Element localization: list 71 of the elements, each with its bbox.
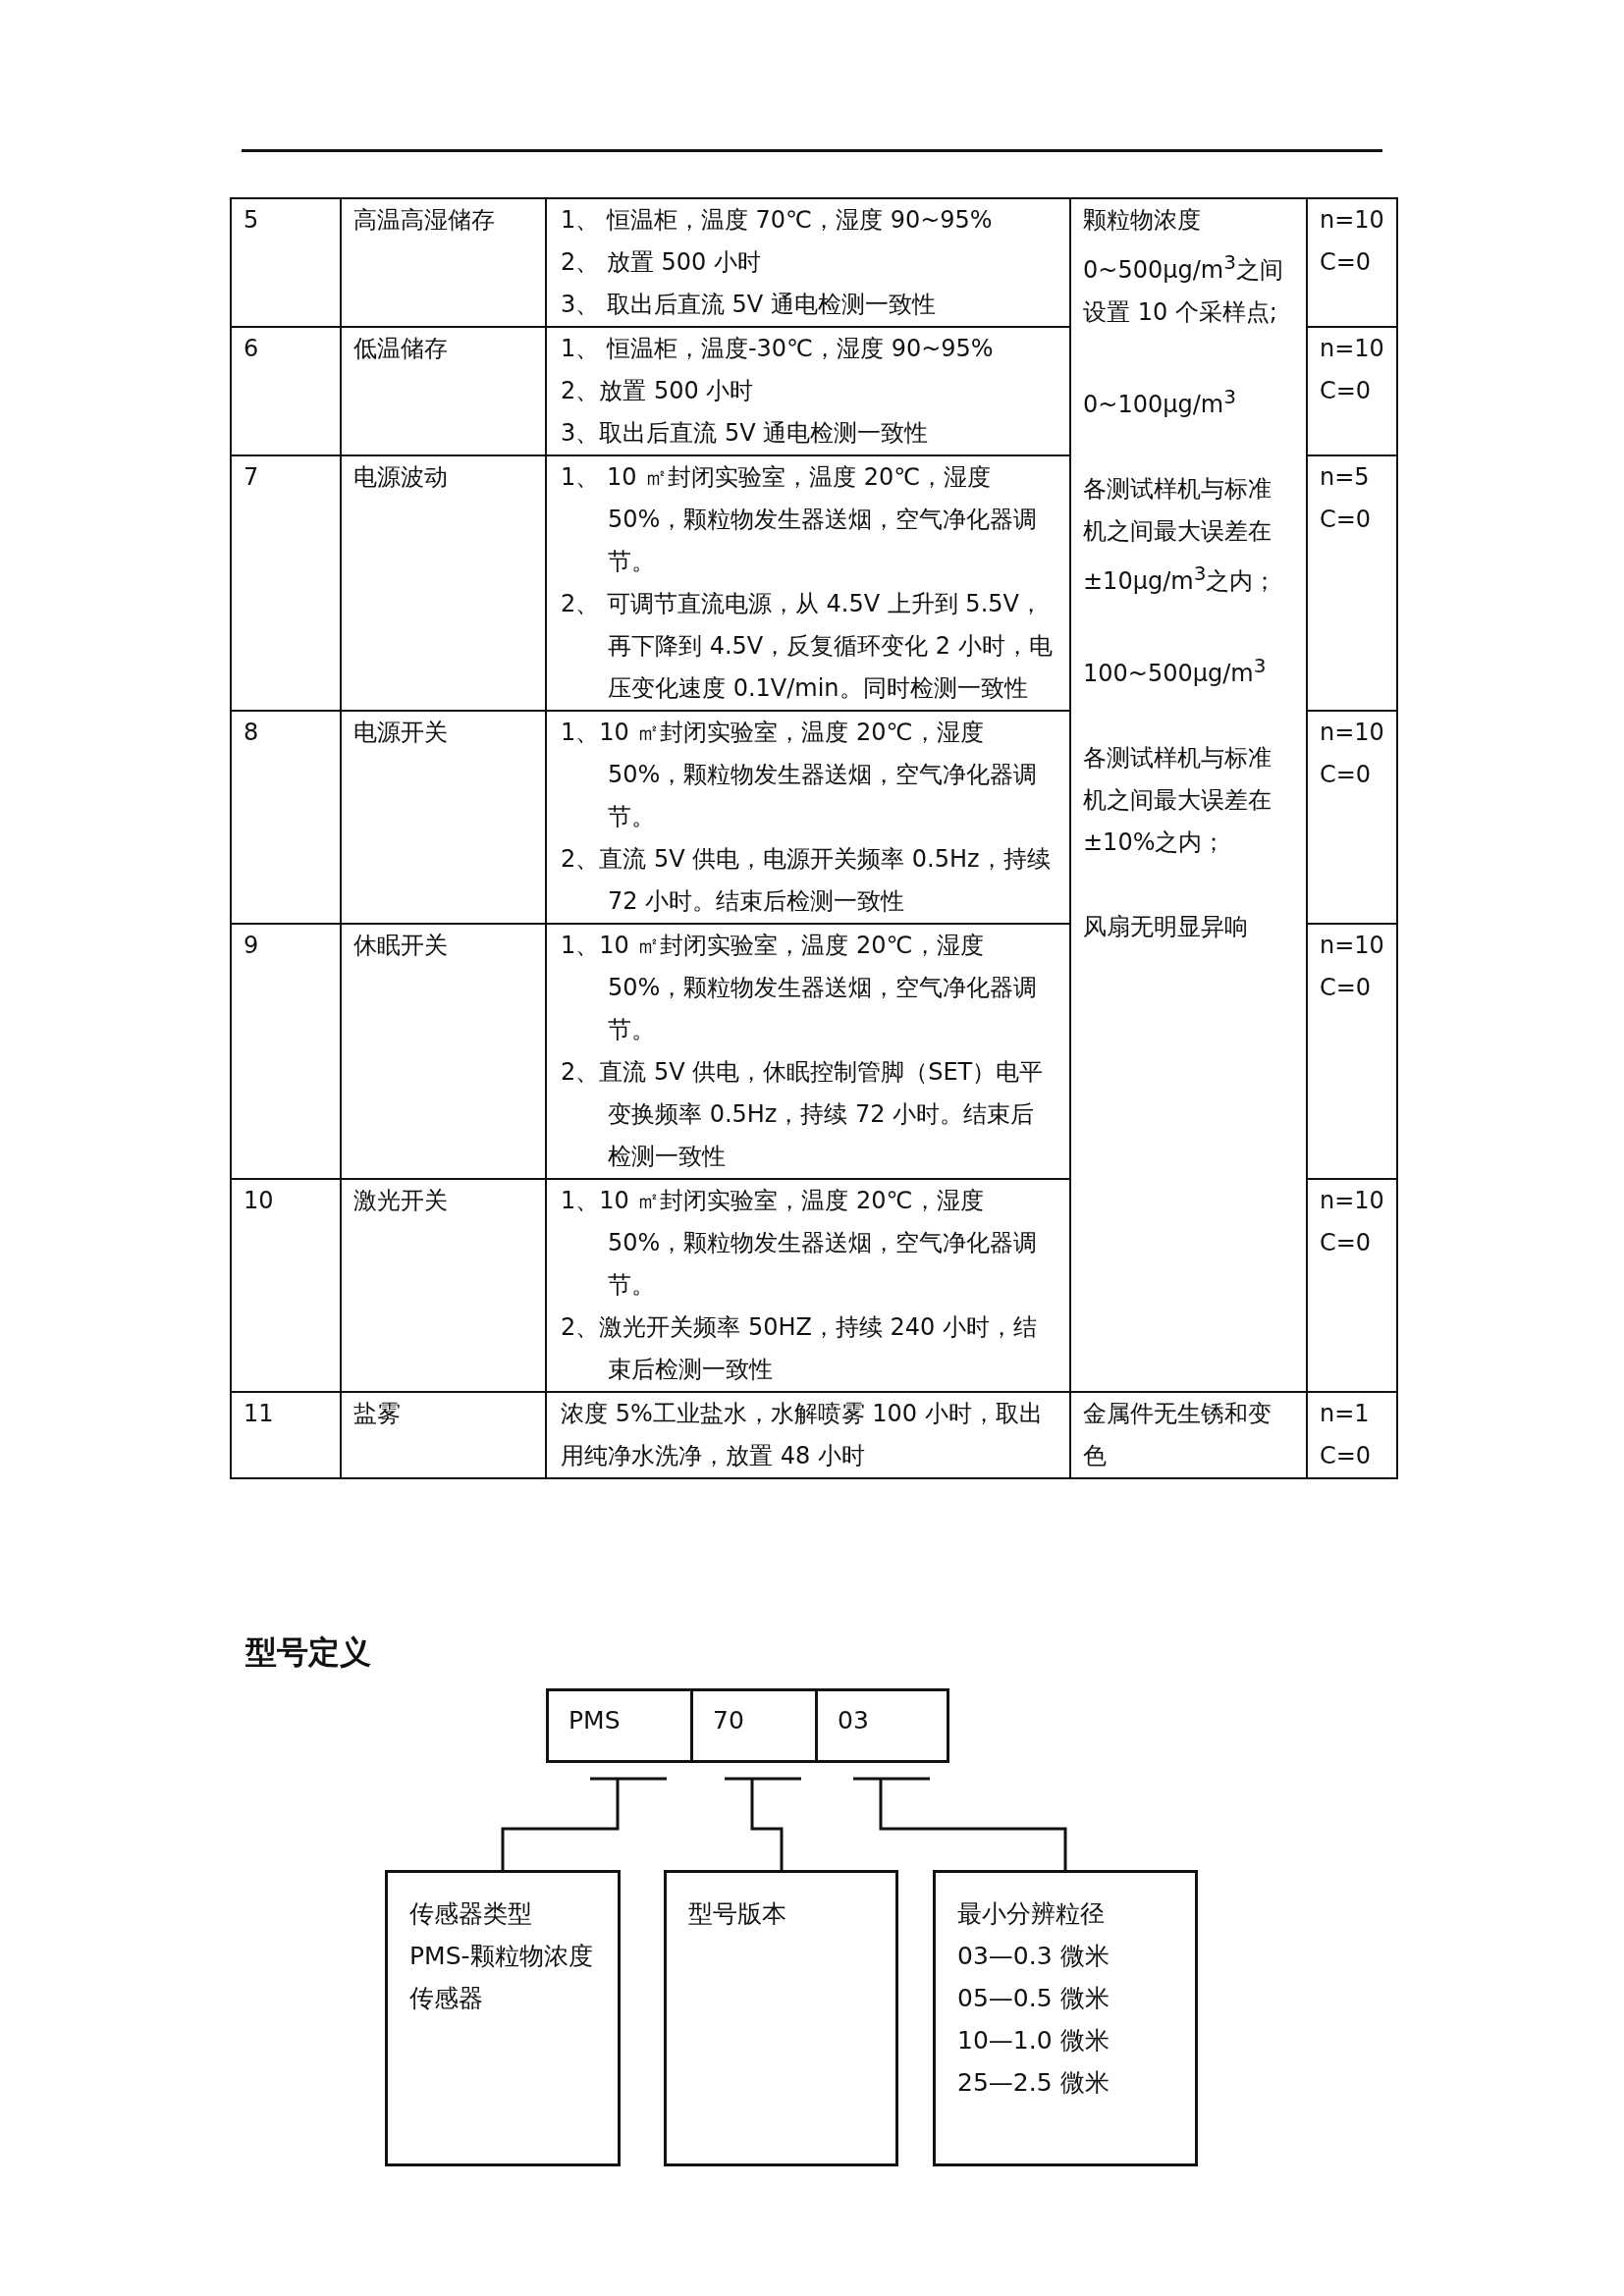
pass-criterion: 100~500μg/m$^{3}$: [1083, 653, 1268, 689]
test-name: 电源波动: [353, 462, 449, 493]
test-condition: 2、 可调节直流电源，从 4.5V 上升到 5.5V，再下降到 4.5V，反复循环变化 2 小时，电压变化速度 0.1V/min。同时检测一致性: [561, 589, 1054, 704]
node-text: 05—0.5 微米: [957, 1983, 1110, 2014]
test-condition: 3、 取出后直流 5V 通电检测一致性: [561, 290, 937, 320]
pass-criterion: 风扇无明显异响: [1083, 912, 1249, 942]
test-condition: 2、 放置 500 小时: [561, 247, 762, 278]
connector-line: [723, 1777, 803, 1872]
sample-count: C=0: [1320, 247, 1373, 278]
row-number: 7: [244, 462, 260, 493]
test-condition: 1、 恒温柜，温度-30℃，湿度 90~95%: [561, 334, 995, 364]
sample-count: n=5: [1320, 462, 1371, 493]
sample-count: n=10: [1320, 1186, 1384, 1216]
test-condition: 2、激光开关频率 50HZ，持续 240 小时，结束后检测一致性: [561, 1312, 1038, 1385]
pass-criterion: 0~100μg/m$^{3}$: [1083, 384, 1237, 420]
sample-count: n=10: [1320, 334, 1384, 364]
test-condition: 1、10 ㎡封闭实验室，温度 20℃，湿度 50%，颗粒物发生器送烟，空气净化器调节。: [561, 1186, 1039, 1301]
row-number: 10: [244, 1186, 275, 1216]
test-name: 盐雾: [353, 1399, 402, 1429]
row-number: 5: [244, 205, 260, 236]
node-heading: 传感器类型: [409, 1898, 533, 1930]
test-condition: 1、10 ㎡封闭实验室，温度 20℃，湿度 50%，颗粒物发生器送烟，空气净化器调节。: [561, 718, 1039, 832]
sample-count: n=10: [1320, 205, 1384, 236]
test-name: 休眠开关: [353, 931, 449, 961]
test-condition: 2、直流 5V 供电，休眠控制管脚（SET）电平变换频率 0.5Hz，持续 72 小时。结束后检测一致性: [561, 1057, 1045, 1172]
definition-box: [385, 1870, 621, 2166]
row-number: 11: [244, 1399, 275, 1429]
pass-criterion: 各测试样机与标准机之间最大误差在±10μg/m$^{3}$之内；: [1083, 474, 1278, 597]
test-condition: 2、放置 500 小时: [561, 376, 755, 406]
test-condition: 1、10 ㎡封闭实验室，温度 20℃，湿度 50%，颗粒物发生器送烟，空气净化器调节。: [561, 931, 1039, 1045]
test-condition: 2、直流 5V 供电，电源开关频率 0.5Hz，持续 72 小时。结束后检测一致性: [561, 844, 1052, 917]
sample-count: n=1: [1320, 1399, 1371, 1429]
pass-criterion: 各测试样机与标准机之间最大误差在±10%之内；: [1083, 743, 1272, 858]
node-heading: 70: [713, 1705, 745, 1736]
sample-count: C=0: [1320, 505, 1373, 535]
sample-count: C=0: [1320, 973, 1373, 1003]
definition-box: [664, 1870, 898, 2166]
connector-line: [501, 1777, 669, 1872]
sample-count: C=0: [1320, 1228, 1373, 1258]
row-number: 6: [244, 334, 260, 364]
section-heading: 型号定义: [245, 1632, 371, 1673]
sample-count: C=0: [1320, 760, 1373, 790]
test-condition: 3、取出后直流 5V 通电检测一致性: [561, 418, 930, 449]
sample-count: n=10: [1320, 718, 1384, 748]
node-text: PMS-颗粒物浓度传感器: [409, 1941, 594, 2014]
node-heading: 型号版本: [688, 1898, 787, 1930]
test-name: 电源开关: [353, 718, 449, 748]
node-heading: PMS: [568, 1705, 622, 1736]
test-condition: 1、 10 ㎡封闭实验室，温度 20℃，湿度 50%，颗粒物发生器送烟，空气净化器调节。: [561, 462, 1039, 577]
node-heading: 03: [838, 1705, 870, 1736]
node-text: 25—2.5 微米: [957, 2067, 1110, 2099]
code-segment: [815, 1688, 949, 1763]
pass-criterion: 颗粒物浓度 0~500μg/m$^{3}$之间设置 10 个采样点;: [1083, 205, 1284, 328]
test-name: 高温高湿储存: [353, 205, 496, 236]
connector-line: [851, 1777, 1067, 1872]
node-text: 10—1.0 微米: [957, 2025, 1110, 2056]
sample-count: C=0: [1320, 1441, 1373, 1471]
test-condition: 1、 恒温柜，温度 70℃，湿度 90~95%: [561, 205, 994, 236]
pass-criterion: 金属件无生锈和变色: [1083, 1399, 1272, 1471]
sample-count: C=0: [1320, 376, 1373, 406]
test-name: 激光开关: [353, 1186, 449, 1216]
test-name: 低温储存: [353, 334, 449, 364]
node-heading: 最小分辨粒径: [957, 1898, 1106, 1930]
row-number: 9: [244, 931, 260, 961]
row-number: 8: [244, 718, 260, 748]
node-text: 03—0.3 微米: [957, 1941, 1110, 1972]
test-condition: 浓度 5%工业盐水，水解喷雾 100 小时，取出用纯净水洗净，放置 48 小时: [561, 1399, 1044, 1471]
definition-box: [933, 1870, 1198, 2166]
code-segment: [690, 1688, 818, 1763]
code-segment: [546, 1688, 693, 1763]
sample-count: n=10: [1320, 931, 1384, 961]
